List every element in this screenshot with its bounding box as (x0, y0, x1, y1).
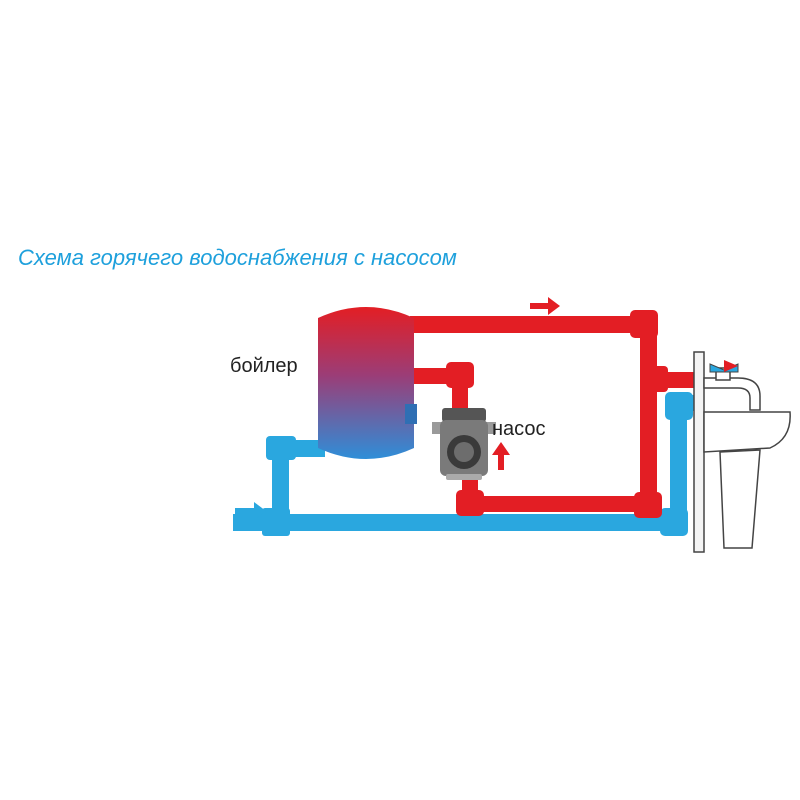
sink-basin (703, 411, 791, 549)
arrow-right-icon (235, 502, 266, 520)
diagram-title: Схема горячего водоснабжения с насосом (18, 245, 457, 270)
faucet-icon (703, 360, 761, 411)
arrow-right-icon (530, 297, 560, 315)
boiler-label: бойлер (230, 355, 298, 377)
pump-icon (432, 408, 496, 480)
boiler-tank (318, 307, 417, 459)
wall (693, 351, 705, 553)
cold-water-pipe (233, 392, 702, 536)
pump-label: насос (492, 418, 546, 440)
arrow-up-icon (492, 442, 510, 470)
hot-water-pipe (405, 310, 702, 518)
